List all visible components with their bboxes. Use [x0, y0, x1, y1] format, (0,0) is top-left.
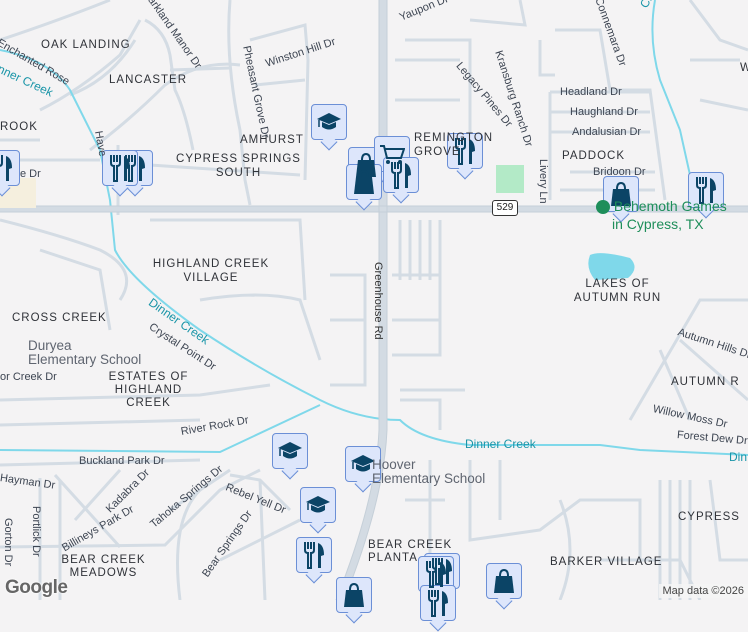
- school-icon: [277, 440, 303, 462]
- restaurant-icon: [109, 154, 131, 182]
- street-buckland-park: Buckland Park Dr: [79, 455, 165, 467]
- shopping-bag-icon: [342, 582, 366, 608]
- shopping-bag-icon: [352, 169, 376, 195]
- hoover-elementary-school-label[interactable]: Hoover Elementary School: [372, 458, 485, 486]
- neighborhood-highland-creek-village: HIGHLAND CREEK VILLAGE: [146, 257, 276, 285]
- neighborhood-estates-of-highland-creek: ESTATES OF HIGHLAND CREEK: [101, 371, 196, 410]
- neighborhood-oak-landing: OAK LANDING: [41, 38, 131, 52]
- neighborhood-cross-creek: CROSS CREEK: [12, 311, 107, 325]
- poi-behemoth-label[interactable]: Behemoth Games in Cypress, TX: [596, 197, 727, 233]
- poi-marker-icon: [596, 200, 610, 214]
- neighborhood-remington-grove: REMINGTON GROVE: [414, 131, 509, 159]
- map-pin-shopping-bag[interactable]: [486, 563, 522, 599]
- neighborhood-lakes-of-autumn-run: LAKES OF AUTUMN RUN: [570, 277, 665, 305]
- restaurant-icon: [427, 589, 449, 617]
- school-name-line: Duryea: [28, 339, 141, 353]
- street-andalusian: Andalusian Dr: [572, 126, 641, 138]
- school-name-line: Elementary School: [372, 472, 485, 486]
- neighborhood-lancaster: LANCASTER: [109, 73, 187, 87]
- creek-label-dinner-creek-right: Din: [729, 450, 747, 464]
- poi-name-line: in Cypress, TX: [612, 216, 704, 232]
- street-gorton: Gorton Dr: [2, 518, 14, 566]
- lake: [588, 253, 634, 280]
- map-pin-school[interactable]: [300, 487, 336, 523]
- shopping-bag-icon: [492, 568, 516, 594]
- school-icon: [316, 111, 342, 133]
- street-headland: Headland Dr: [560, 86, 622, 98]
- duryea-elementary-school-label[interactable]: Duryea Elementary School: [28, 339, 141, 367]
- street-haughland: Haughland Dr: [570, 106, 638, 118]
- street-creek-dr: or Creek Dr: [0, 371, 57, 383]
- highway-529-shield: 529: [492, 200, 518, 216]
- map-pin-restaurant[interactable]: [296, 537, 332, 573]
- street-greenhouse-rd: Greenhouse Rd: [372, 262, 384, 340]
- street-bridoon: Bridoon Dr: [593, 166, 646, 178]
- map-pin-school[interactable]: [311, 104, 347, 140]
- street-portlick: Portlick Dr: [30, 506, 42, 557]
- neighborhood-cypress: CYPRESS: [678, 510, 740, 524]
- map-attribution[interactable]: Map data ©2026: [659, 584, 748, 598]
- map-pin-restaurant[interactable]: [0, 150, 20, 186]
- google-logo: Google: [5, 577, 67, 599]
- restaurant-icon: [303, 541, 325, 569]
- poi-name-line: Behemoth Games: [614, 198, 727, 214]
- neighborhood-barker-village: BARKER VILLAGE: [550, 555, 662, 569]
- park-area: [496, 165, 524, 193]
- neighborhood-rook: ROOK: [0, 120, 38, 134]
- street-livery: Livery Ln: [537, 159, 549, 204]
- neighborhood-amhurst: AMHURST: [240, 133, 304, 147]
- school-name-line: Hoover: [372, 458, 485, 472]
- neighborhood-w: W: [740, 61, 748, 75]
- neighborhood-cypress-springs-south: CYPRESS SPRINGS SOUTH: [176, 152, 301, 180]
- school-icon: [305, 494, 331, 516]
- school-name-line: Elementary School: [28, 353, 141, 367]
- neighborhood-bear-creek-meadows: BEAR CREEK MEADOWS: [56, 554, 151, 580]
- map-pin-restaurant[interactable]: [420, 585, 456, 621]
- street-e-dr: e Dr: [20, 168, 41, 180]
- creek-label-dinner-creek: Dinner Creek: [465, 437, 536, 451]
- neighborhood-autumn-run: AUTUMN R: [671, 375, 740, 389]
- restaurant-icon: [0, 154, 13, 182]
- neighborhood-paddock: PADDOCK: [562, 149, 625, 163]
- restaurant-icon: [390, 161, 412, 189]
- map-pin-school[interactable]: [272, 433, 308, 469]
- map-pin-shopping-bag[interactable]: [336, 577, 372, 613]
- neighborhood-bear-creek-plantation: BEAR CREEK PLANTA: [368, 539, 463, 565]
